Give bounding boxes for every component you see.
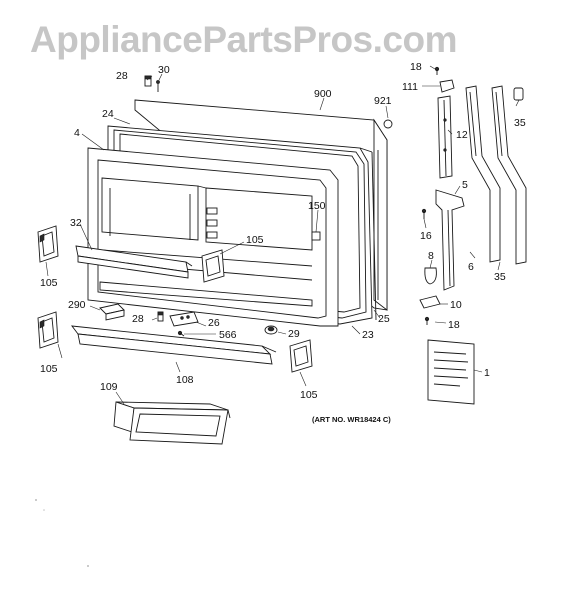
hinge-bracket-10 <box>419 295 441 309</box>
shelf-end-cap-lower-right <box>289 339 313 373</box>
cap-150 <box>311 231 321 241</box>
pad-290 <box>99 303 125 321</box>
callout-105-lower-left: 105 <box>40 363 58 375</box>
screw-18-top <box>434 66 440 75</box>
callout-900: 900 <box>314 88 332 100</box>
trim-cap-35 <box>513 87 524 101</box>
scan-specks <box>35 499 89 567</box>
callout-12: 12 <box>456 129 468 141</box>
callout-105-upper-right: 105 <box>246 234 264 246</box>
bracket-12 <box>437 95 453 179</box>
shelf-end-cap-upper-left <box>37 225 59 263</box>
callout-35-top: 35 <box>514 117 526 129</box>
screw-566 <box>177 330 185 337</box>
door-shelf-32 <box>75 245 193 279</box>
callout-26: 26 <box>208 317 220 329</box>
callout-23: 23 <box>362 329 374 341</box>
callout-29: 29 <box>288 328 300 340</box>
leader-lines <box>45 65 520 405</box>
callout-6: 6 <box>468 261 474 273</box>
callout-105-lower-right: 105 <box>300 389 318 401</box>
hinge-cover-111 <box>439 79 455 93</box>
callout-28-top: 28 <box>116 70 128 82</box>
callout-16: 16 <box>420 230 432 242</box>
callout-18-bottom: 18 <box>448 319 460 331</box>
callout-1: 1 <box>484 367 490 379</box>
callout-10: 10 <box>450 299 462 311</box>
plug-28-bottom <box>157 311 164 322</box>
screw-16 <box>421 208 427 219</box>
art-number: (ART NO. WR18424 C) <box>312 415 391 424</box>
door-liner <box>87 147 339 327</box>
bushing-29 <box>264 325 278 335</box>
door-bin-109 <box>113 401 231 445</box>
door-shelf-108 <box>71 325 277 365</box>
literature-booklet <box>427 339 475 405</box>
hinge-pin-8 <box>424 267 437 285</box>
callout-290: 290 <box>68 299 86 311</box>
callout-28-bottom: 28 <box>132 313 144 325</box>
hinge-5 <box>435 189 465 291</box>
callout-105-upper-left: 105 <box>40 277 58 289</box>
callout-8: 8 <box>428 250 434 262</box>
callout-18-top: 18 <box>410 61 422 73</box>
callout-24: 24 <box>102 108 114 120</box>
callout-150: 150 <box>308 200 326 212</box>
shelf-end-cap-lower-left <box>37 311 59 349</box>
callout-109: 109 <box>100 381 118 393</box>
callout-25: 25 <box>378 313 390 325</box>
callout-111: 111 <box>402 81 418 93</box>
bracket-26 <box>169 311 199 327</box>
callout-921: 921 <box>374 95 392 107</box>
callout-4: 4 <box>74 127 80 139</box>
plug-921 <box>383 119 393 129</box>
callout-35-bottom: 35 <box>494 271 506 283</box>
shelf-end-cap-upper-right <box>201 249 225 283</box>
callout-32: 32 <box>70 217 82 229</box>
screw-30 <box>156 80 160 92</box>
screw-18-bottom <box>424 316 430 325</box>
callout-108: 108 <box>176 374 194 386</box>
callout-5: 5 <box>462 179 468 191</box>
handle-35 <box>491 85 527 265</box>
watermark-text: AppliancePartsPros.com <box>30 19 457 60</box>
handle-6 <box>465 85 501 263</box>
callout-labels: 28 30 900 921 18 111 35 24 4 12 5 150 16… <box>40 61 526 401</box>
callout-566: 566 <box>219 329 237 341</box>
callout-30: 30 <box>158 64 170 76</box>
